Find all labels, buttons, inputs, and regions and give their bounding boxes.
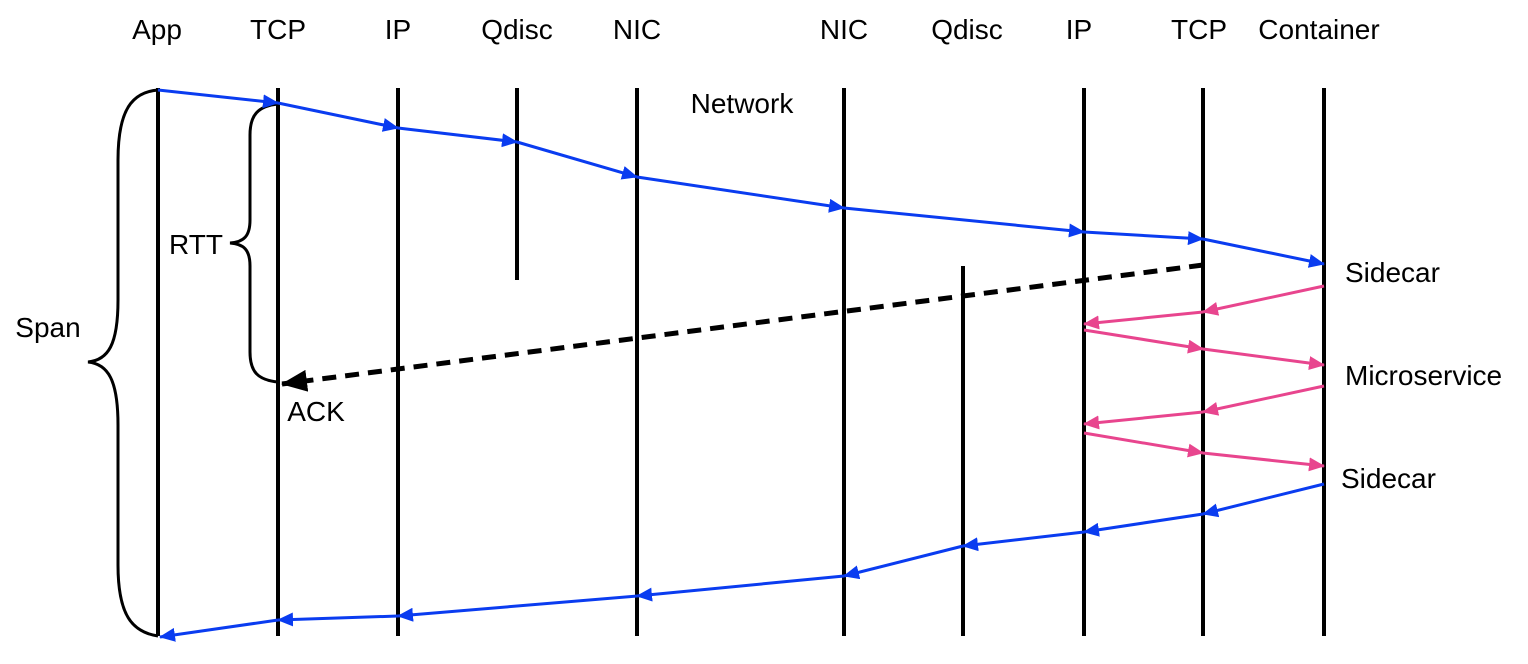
- rtt-brace: [229, 102, 279, 384]
- request-arrow-nic-to-nic: [636, 175, 845, 213]
- mesh-arrow-ip-to-tcp: [1083, 328, 1204, 354]
- span-brace: [87, 88, 159, 638]
- rtt-label: RTT: [169, 229, 223, 260]
- request-arrow-tcp-to-ip: [277, 101, 399, 132]
- mesh-arrow-sidecar-to-tcp: [1202, 284, 1325, 316]
- column-label-qdisc-right: Qdisc: [931, 14, 1003, 45]
- column-label-nic-left: NIC: [613, 14, 661, 45]
- microservice-label: Microservice: [1345, 360, 1502, 391]
- mesh-arrow-ip-to-tcp-2: [1083, 431, 1204, 458]
- column-label-container: Container: [1258, 14, 1379, 45]
- column-label-tcp-right: TCP: [1171, 14, 1227, 45]
- response-arrow-nic-to-ip: [397, 594, 638, 622]
- request-arrow-ip-to-tcp: [1083, 230, 1204, 246]
- response-path: [159, 482, 1325, 642]
- response-arrow-container-to-tcp: [1202, 482, 1325, 518]
- mesh-arrow-tcp-to-microservice: [1202, 347, 1325, 370]
- sidecar-top-label: Sidecar: [1345, 257, 1440, 288]
- mesh-arrow-tcp-to-ip: [1083, 310, 1204, 330]
- mesh-arrow-tcp-to-ip-2: [1083, 410, 1204, 430]
- column-label-tcp-left: TCP: [250, 14, 306, 45]
- column-label-ip-left: IP: [385, 14, 411, 45]
- request-path: [157, 88, 1325, 268]
- mesh-arrow-microservice-to-tcp: [1202, 384, 1325, 416]
- request-arrow-tcp-to-container: [1202, 237, 1325, 268]
- response-arrow-qdisc-to-nic: [843, 544, 964, 580]
- ack-arrow: [281, 262, 1204, 392]
- response-arrow-tcp-to-ip: [1083, 512, 1204, 537]
- request-arrow-qdisc-to-nic: [516, 140, 638, 180]
- mesh-path: [1083, 284, 1325, 472]
- column-label-ip-right: IP: [1066, 14, 1092, 45]
- sidecar-bottom-label: Sidecar: [1341, 463, 1436, 494]
- span-label: Span: [15, 312, 80, 343]
- request-arrow-ip-to-qdisc: [397, 126, 518, 148]
- request-arrow-nic-to-ip: [843, 206, 1085, 238]
- column-label-nic-right: NIC: [820, 14, 868, 45]
- ack-label: ACK: [287, 396, 345, 427]
- request-arrow-app-to-tcp: [157, 88, 279, 109]
- column-label-qdisc-left: Qdisc: [481, 14, 553, 45]
- network-label: Network: [691, 88, 795, 119]
- response-arrow-ip-to-tcp: [277, 612, 399, 627]
- timelines: [156, 88, 1326, 636]
- response-arrow-nic-to-nic: [636, 574, 845, 602]
- mesh-arrow-tcp-to-sidecar: [1202, 451, 1325, 472]
- response-arrow-tcp-to-app: [159, 618, 279, 642]
- response-arrow-ip-to-qdisc: [962, 530, 1085, 552]
- column-label-app: App: [132, 14, 182, 45]
